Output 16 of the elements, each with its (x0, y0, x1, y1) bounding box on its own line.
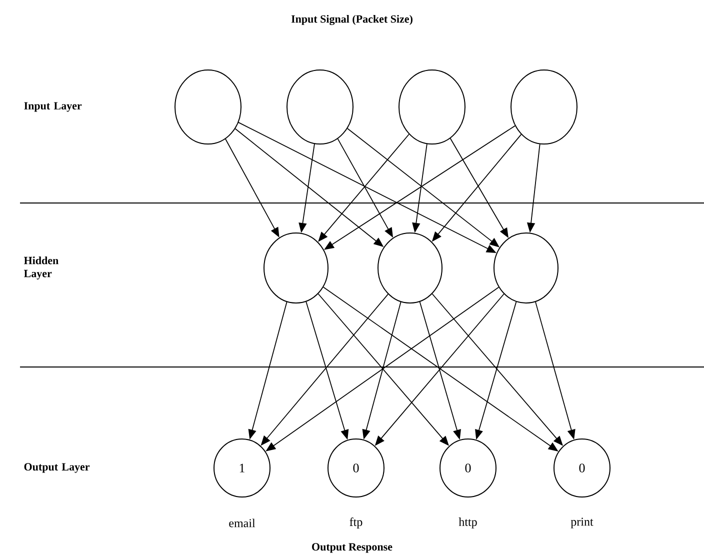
neuron-circle (378, 232, 442, 304)
neuron-circle (174, 70, 242, 144)
layer-label: Output Layer (24, 463, 90, 473)
neuron-circle (264, 232, 328, 304)
neuron-circle (494, 232, 558, 304)
class-label: http (458, 518, 477, 528)
layer-label: Input Layer (24, 102, 82, 112)
neuron-circle (510, 70, 578, 144)
layer-label: Hidden Layer (24, 256, 58, 280)
class-label: email (229, 518, 256, 528)
neuron-circle (398, 70, 466, 144)
title: Input Signal (Packet Size) (291, 14, 412, 26)
neuron-circle (286, 70, 354, 144)
class-label: print (570, 518, 594, 528)
caption: Output Response (312, 543, 392, 553)
class-label: ftp (350, 517, 362, 528)
